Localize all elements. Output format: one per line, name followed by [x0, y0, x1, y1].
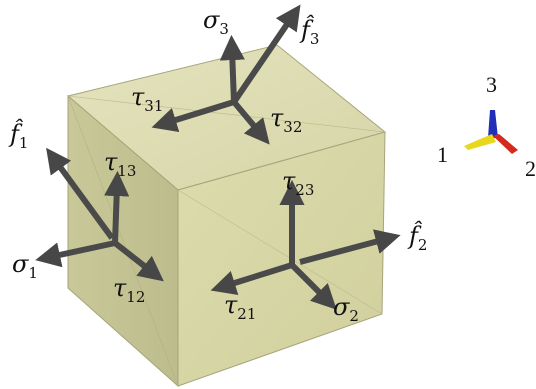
- axis-triad: 3 1 2: [437, 72, 536, 181]
- label-f1: f̂1: [8, 119, 28, 152]
- label-tau12: τ12: [113, 274, 145, 306]
- cube-mesh-line: [177, 189, 383, 315]
- label-sigma1: σ1: [12, 250, 38, 282]
- triad-label-2: 2: [525, 156, 536, 181]
- label-f3: f̂3: [299, 15, 319, 48]
- stress-labels: σ3 f̂3 τ31 τ32 f̂1 τ13 σ1 τ12 τ23 f̂2 τ2…: [8, 6, 427, 325]
- label-f2: f̂2: [407, 221, 427, 254]
- tau13-arrow: [104, 170, 130, 244]
- tau32-arrow: [231, 100, 270, 145]
- triad-axis1-yellow: [464, 134, 496, 150]
- label-tau32: τ32: [270, 104, 302, 136]
- cube-mesh-line: [67, 95, 386, 133]
- left-face-arrows: [35, 147, 164, 282]
- f1-arrow: [46, 147, 115, 240]
- triad-axis3-blue: [488, 110, 498, 138]
- tau31-arrow: [151, 99, 235, 133]
- top-face-arrows: [151, 4, 301, 145]
- sigma1-arrow: [35, 240, 116, 268]
- triad-axis2-red: [493, 134, 518, 154]
- label-tau21: τ21: [224, 291, 256, 323]
- label-tau23: τ23: [282, 167, 314, 199]
- f3-arrow: [231, 4, 301, 104]
- sigma2-arrow: [289, 262, 337, 310]
- label-tau13: τ13: [104, 148, 136, 180]
- triad-label-3: 3: [486, 72, 497, 97]
- triad-label-1: 1: [437, 142, 448, 167]
- f2-arrow: [299, 229, 401, 265]
- sigma3-arrow: [219, 34, 245, 103]
- label-tau31: τ31: [131, 83, 163, 115]
- front-face-arrows: [210, 179, 401, 310]
- cube-mesh-line: [67, 95, 179, 387]
- label-sigma3: σ3: [203, 6, 229, 38]
- tau21-arrow: [210, 262, 293, 296]
- label-sigma2: σ2: [333, 293, 359, 325]
- tau12-arrow: [113, 240, 164, 282]
